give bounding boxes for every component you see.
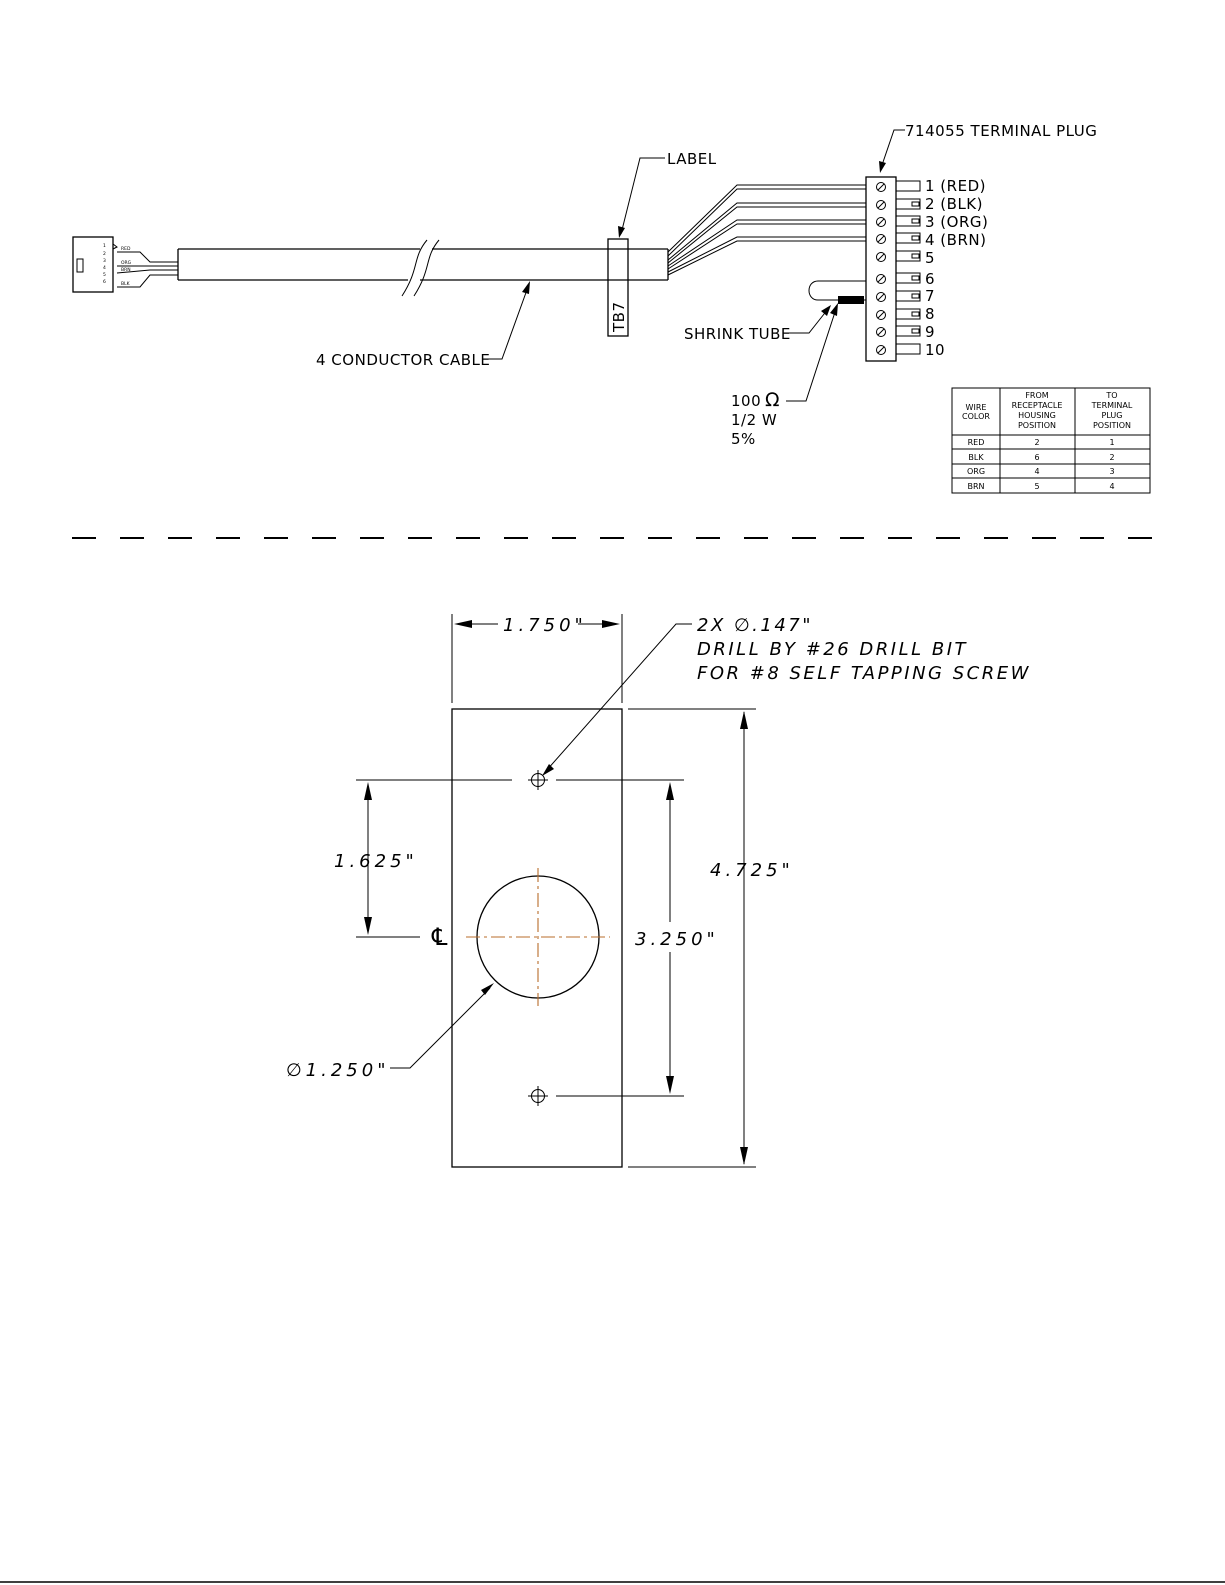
plate-outline — [451, 708, 623, 1168]
terminal-position-5: 5 — [925, 249, 935, 267]
receptacle-wire-brn: BRN — [121, 267, 131, 273]
table-header-wire: WIRE — [966, 403, 987, 412]
centerline-symbol: ℄ — [431, 923, 448, 951]
hole-note-callout: 2X ∅.147" DRILL BY #26 DRILL BIT FOR #8 … — [542, 615, 1031, 776]
resistor-tolerance: 5% — [731, 430, 756, 448]
center-hole-dim-label: ∅1.250" — [286, 1060, 390, 1081]
table-header-to-position: POSITION — [1093, 421, 1131, 430]
table-row-3-from: 4 — [1034, 467, 1039, 476]
terminal-plug-callout: 714055 TERMINAL PLUG — [905, 122, 1097, 140]
receptacle-pin-2: 2 — [103, 251, 106, 257]
hole-spacing-dim-label: 3.250" — [635, 929, 719, 950]
receptacle-wire-red: RED — [121, 246, 131, 252]
table-header-plug: PLUG — [1102, 411, 1123, 420]
resistor: SHRINK TUBE 100 Ω 1/2 W 5% — [684, 280, 866, 448]
terminal-position-9: 9 — [925, 323, 935, 341]
terminal-plug: 1 (RED) 2 (BLK) 3 (ORG) 4 (BRN) 5 6 7 8 … — [865, 122, 1097, 362]
terminal-position-10: 10 — [925, 341, 945, 359]
cable-label: 4 CONDUCTOR CABLE — [316, 351, 490, 369]
fanout-wires — [667, 184, 866, 276]
cable — [177, 239, 669, 297]
shrink-tube — [838, 296, 864, 304]
mounting-plate-drawing: 1.750" 4.725" — [286, 614, 1031, 1168]
terminal-position-8: 8 — [925, 305, 935, 323]
wiring-harness: 1 2 3 4 5 6 RED ORG BRN BLK — [72, 122, 1151, 494]
table-header-receptacle: RECEPTACLE — [1012, 401, 1063, 410]
terminal-position-2: 2 (BLK) — [925, 195, 983, 213]
receptacle-wire-blk: BLK — [121, 281, 131, 287]
cable-callout: 4 CONDUCTOR CABLE — [316, 281, 530, 369]
table-header-from-position: POSITION — [1018, 421, 1056, 430]
terminal-pins — [895, 180, 921, 355]
table-row-2-from: 6 — [1034, 453, 1039, 462]
table-row-1-color: RED — [968, 438, 985, 447]
table-row-4-color: BRN — [967, 482, 984, 491]
center-hole-callout: ∅1.250" — [286, 983, 494, 1081]
resistor-wattage: 1/2 W — [731, 411, 777, 429]
receptacle-pin-4: 4 — [103, 265, 106, 271]
ohm-symbol: Ω — [765, 389, 780, 411]
terminal-position-1: 1 (RED) — [925, 177, 986, 195]
center-hole — [466, 868, 610, 1006]
terminal-position-6: 6 — [925, 270, 935, 288]
table-row-4-from: 5 — [1034, 482, 1039, 491]
table-row-1-to: 1 — [1109, 438, 1114, 447]
hole-note-line-1: 2X ∅.147" — [697, 615, 813, 636]
table-row-4-to: 4 — [1109, 482, 1114, 491]
tb-label: TB7 — [610, 302, 628, 334]
table-row-1-from: 2 — [1034, 438, 1039, 447]
terminal-screws — [876, 182, 886, 355]
receptacle-pin-1: 1 — [103, 243, 106, 249]
shrink-tube-label: SHRINK TUBE — [684, 325, 791, 343]
label-callout: LABEL — [667, 150, 717, 168]
table-row-2-color: BLK — [968, 453, 984, 462]
hole-note-line-3: FOR #8 SELF TAPPING SCREW — [697, 663, 1031, 684]
hole-note-line-2: DRILL BY #26 DRILL BIT — [697, 639, 968, 660]
offset-dimension: 1.625" ℄ — [334, 779, 512, 951]
width-dim-label: 1.750" — [503, 615, 587, 636]
width-dimension: 1.750" — [451, 614, 623, 703]
resistor-value: 100 — [731, 392, 761, 410]
table-row-2-to: 2 — [1109, 453, 1114, 462]
table-header-color: COLOR — [962, 412, 990, 421]
receptacle-wire-org: ORG — [121, 260, 132, 266]
receptacle-pin-5: 5 — [103, 272, 106, 278]
height-dim-label: 4.725" — [710, 860, 794, 881]
receptacle-pin-6: 6 — [103, 279, 106, 285]
terminal-position-7: 7 — [925, 287, 935, 305]
terminal-position-4: 4 (BRN) — [925, 231, 986, 249]
table-header-from: FROM — [1025, 391, 1048, 400]
receptacle-housing: 1 2 3 4 5 6 RED ORG BRN BLK — [72, 236, 178, 293]
label-band: TB7 LABEL — [607, 150, 717, 337]
table-row-3-color: ORG — [967, 467, 985, 476]
cable-break-mark — [401, 239, 428, 297]
table-header-to: TO — [1105, 391, 1117, 400]
table-header-housing: HOUSING — [1018, 411, 1056, 420]
wire-table: WIRE COLOR FROM RECEPTACLE HOUSING POSIT… — [951, 387, 1151, 494]
table-row-3-to: 3 — [1109, 467, 1114, 476]
table-header-terminal: TERMINAL — [1091, 401, 1133, 410]
height-dimension: 4.725" — [628, 708, 794, 1168]
mounting-hole-bottom — [528, 1086, 548, 1106]
offset-dim-label: 1.625" — [334, 851, 418, 872]
hole-spacing-dimension: 3.250" — [556, 779, 719, 1097]
mounting-hole-top — [528, 770, 548, 790]
terminal-position-3: 3 (ORG) — [925, 213, 988, 231]
receptacle-pin-3: 3 — [103, 258, 106, 264]
